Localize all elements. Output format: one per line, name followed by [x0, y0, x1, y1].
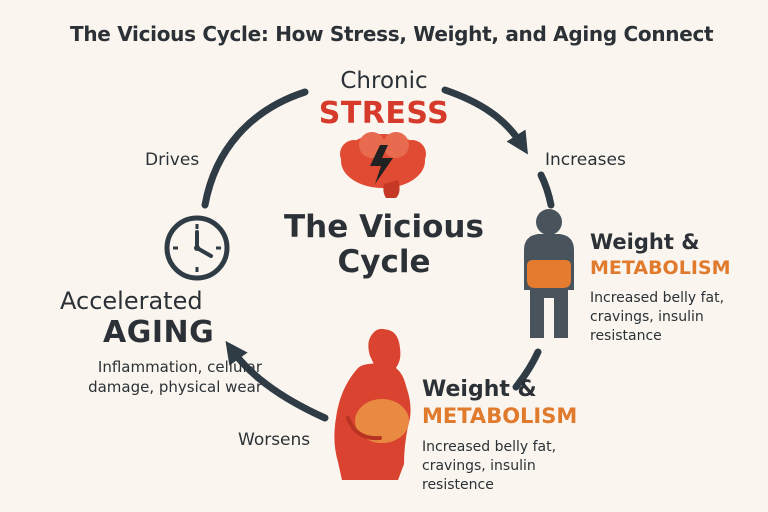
woman-silhouette-icon [334, 328, 411, 480]
arrow-right-bottom-arc [512, 348, 542, 391]
weight-right-heading: Weight & [590, 230, 700, 254]
arrow-label-increases: Increases [545, 150, 626, 170]
weight-bottom-description: Increased belly fat, cravings, insulin r… [422, 439, 557, 493]
arrow-drives-arc [201, 88, 309, 209]
center-title: The Vicious Cycle [284, 209, 484, 280]
arrow-increases-arc [441, 86, 528, 155]
clock-icon [164, 215, 230, 281]
brain-lightning-icon [340, 132, 426, 198]
page-title: The Vicious Cycle: How Stress, Weight, a… [70, 22, 714, 46]
weight-right-subheading: METABOLISM [590, 257, 731, 279]
stress-prefix: Chronic [340, 68, 428, 94]
weight-right-description: Increased belly fat, cravings, insulin r… [590, 290, 725, 344]
weight-bottom-heading: Weight & [422, 377, 537, 402]
arrow-increases-tail [537, 171, 555, 209]
arrow-label-drives: Drives [145, 150, 200, 170]
arrow-worsens-arc [225, 340, 329, 422]
stress-label: STRESS [318, 96, 450, 131]
weight-bottom-subheading: METABOLISM [422, 404, 578, 428]
aging-prefix: Accelerated [60, 287, 203, 315]
arrow-label-worsens: Worsens [238, 430, 311, 450]
aging-label: AGING [103, 315, 215, 350]
person-silhouette-icon [524, 209, 574, 338]
aging-description: Inflammation, cellular damage, physical … [88, 358, 262, 396]
